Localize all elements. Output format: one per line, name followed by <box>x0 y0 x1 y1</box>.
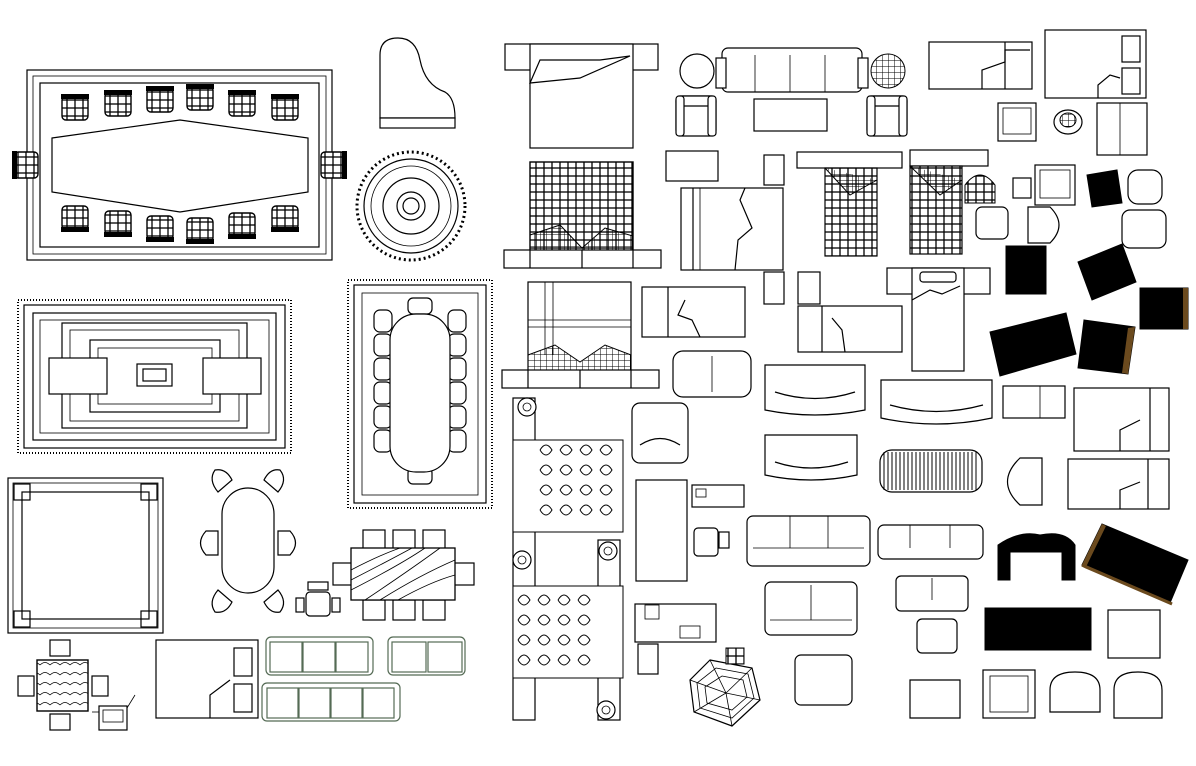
solid-table-icon <box>984 169 1189 651</box>
living-room-set-icon <box>675 47 908 137</box>
rug-icon <box>17 299 292 454</box>
bed-icon <box>501 281 660 389</box>
bed-icon <box>641 271 903 353</box>
desk-icon <box>634 479 745 675</box>
wood-dining-table-icon <box>295 529 475 621</box>
bed-icon <box>504 43 659 149</box>
sofa-icon <box>631 350 993 481</box>
bed-icon <box>928 41 1033 90</box>
bed-icon <box>1044 29 1147 99</box>
armchair-icon <box>975 102 1167 249</box>
striped-sofa-icon <box>879 449 983 493</box>
bed-icon <box>886 267 991 372</box>
conference-table-icon <box>11 69 348 261</box>
round-table-icon <box>355 150 467 262</box>
office-chair-icon <box>693 527 730 557</box>
square-rug-icon <box>7 477 164 634</box>
square-table-icon <box>17 639 136 731</box>
sofa-icon <box>261 636 466 722</box>
piano-icon <box>379 37 456 129</box>
armchair-icon <box>92 694 136 731</box>
office-chair-icon <box>295 581 341 617</box>
bed-icon <box>909 149 996 255</box>
theater-seating-icon <box>512 397 624 721</box>
hexagon-table-icon <box>689 647 761 727</box>
long-conference-table-icon <box>347 279 493 509</box>
oval-dining-table-icon <box>199 469 297 613</box>
bed-icon <box>665 150 785 305</box>
armchair-icon <box>909 385 1170 719</box>
bed-icon <box>503 161 662 269</box>
bed-icon <box>796 151 903 257</box>
bed-icon <box>155 639 259 719</box>
sofa-icon <box>746 515 984 706</box>
